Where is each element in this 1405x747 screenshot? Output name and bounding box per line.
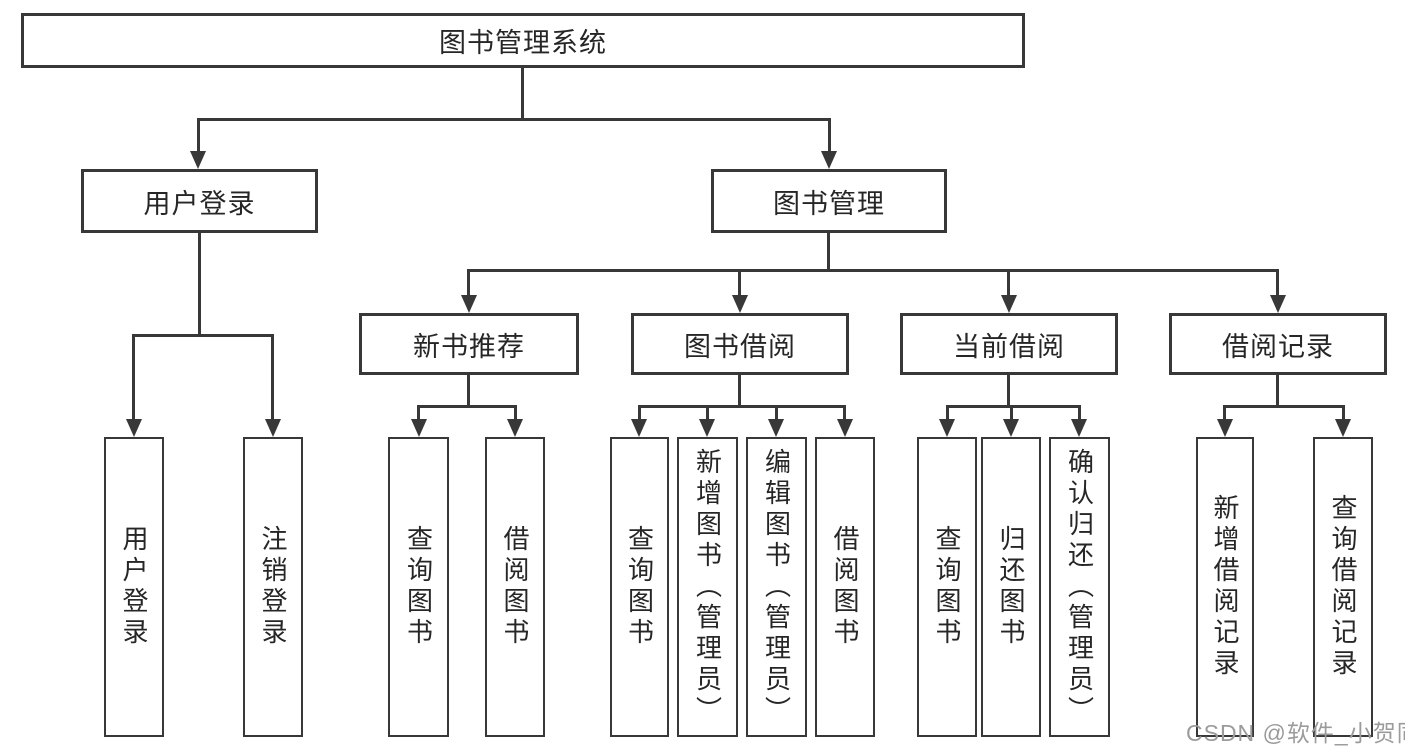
- node-label: 查询图书: [624, 525, 655, 649]
- leaf-query-books-2: 查询图书: [610, 437, 669, 737]
- arrow-down-icon: [631, 419, 647, 437]
- connector-line: [946, 405, 1080, 408]
- node-label: 用户登录: [143, 188, 256, 219]
- node-book-management-branch: 图书管理: [711, 169, 947, 233]
- connector-line: [467, 375, 470, 408]
- arrow-down-icon: [1270, 295, 1286, 313]
- connector-line: [467, 269, 1279, 272]
- connector-line: [1223, 405, 1226, 425]
- node-label: 编辑图书（管理员）: [761, 447, 792, 727]
- connector-line: [738, 375, 741, 408]
- connector-line: [828, 118, 831, 156]
- connector-line: [738, 269, 741, 299]
- node-label: 当前借阅: [953, 331, 1065, 362]
- connector-line: [1276, 269, 1279, 299]
- leaf-confirm-return-admin: 确认归还（管理员）: [1049, 437, 1110, 737]
- connector-line: [417, 405, 517, 408]
- node-label: 新书推荐: [413, 331, 525, 362]
- watermark: CSDN @软件_小贺同学: [1186, 720, 1405, 746]
- connector-line: [775, 405, 778, 425]
- arrow-down-icon: [461, 295, 477, 313]
- leaf-query-borrow-record: 查询借阅记录: [1313, 437, 1373, 737]
- connector-line: [197, 118, 200, 156]
- node-current-borrowing: 当前借阅: [900, 313, 1118, 375]
- connector-line: [1223, 405, 1344, 408]
- node-label: 归还图书: [996, 525, 1026, 649]
- connector-line: [197, 118, 831, 121]
- node-root-system: 图书管理系统: [21, 13, 1025, 68]
- arrow-down-icon: [699, 419, 715, 437]
- node-label: 查询借阅记录: [1328, 494, 1358, 680]
- arrow-down-icon: [1001, 295, 1017, 313]
- node-label: 图书管理系统: [439, 28, 607, 58]
- leaf-query-books-3: 查询图书: [917, 437, 977, 737]
- arrow-down-icon: [1217, 419, 1233, 437]
- leaf-add-book-admin: 新增图书（管理员）: [677, 437, 738, 737]
- connector-line: [198, 233, 201, 336]
- arrow-down-icon: [126, 419, 142, 437]
- leaf-borrow-books-1: 借阅图书: [485, 437, 545, 737]
- node-borrow-records: 借阅记录: [1169, 313, 1387, 375]
- connector-line: [1007, 375, 1010, 408]
- connector-line: [1007, 269, 1010, 299]
- connector-line: [132, 334, 135, 424]
- node-label: 图书管理: [773, 188, 885, 219]
- leaf-return-book: 归还图书: [981, 437, 1041, 737]
- leaf-logout: 注销登录: [243, 437, 303, 737]
- connector-line: [467, 269, 470, 299]
- leaf-edit-book-admin: 编辑图书（管理员）: [746, 437, 807, 737]
- arrow-down-icon: [507, 419, 523, 437]
- node-user-login-branch: 用户登录: [81, 169, 318, 233]
- node-book-borrowing: 图书借阅: [631, 313, 849, 375]
- leaf-query-books-1: 查询图书: [388, 437, 449, 737]
- arrow-down-icon: [768, 419, 784, 437]
- arrow-down-icon: [1071, 419, 1087, 437]
- node-label: 借阅记录: [1222, 331, 1334, 362]
- connector-line: [1010, 405, 1013, 425]
- connector-line: [638, 405, 846, 408]
- arrow-down-icon: [1003, 419, 1019, 437]
- node-label: 查询图书: [932, 525, 962, 649]
- arrow-down-icon: [190, 151, 206, 169]
- arrow-down-icon: [411, 419, 427, 437]
- connector-line: [271, 334, 274, 424]
- node-label: 借阅图书: [830, 525, 860, 649]
- connector-line: [827, 233, 830, 272]
- node-label: 新增图书（管理员）: [692, 447, 723, 727]
- arrow-down-icon: [732, 295, 748, 313]
- arrow-down-icon: [837, 419, 853, 437]
- connector-line: [638, 405, 641, 425]
- arrow-down-icon: [821, 151, 837, 169]
- connector-line: [843, 405, 846, 425]
- node-label: 确认归还（管理员）: [1064, 447, 1095, 727]
- arrow-down-icon: [265, 419, 281, 437]
- connector-line: [946, 405, 949, 425]
- leaf-borrow-books-2: 借阅图书: [815, 437, 875, 737]
- node-label: 注销登录: [258, 525, 288, 649]
- leaf-user-login: 用户登录: [104, 437, 164, 737]
- connector-line: [706, 405, 709, 425]
- connector-line: [514, 405, 517, 425]
- arrow-down-icon: [939, 419, 955, 437]
- arrow-down-icon: [1335, 419, 1351, 437]
- node-label: 查询图书: [403, 525, 434, 649]
- connector-line: [417, 405, 420, 425]
- node-label: 图书借阅: [684, 331, 796, 362]
- connector-line: [1342, 405, 1345, 425]
- connector-line: [1276, 375, 1279, 408]
- connector-line: [132, 334, 274, 337]
- node-label: 用户登录: [119, 525, 149, 649]
- node-label: 借阅图书: [500, 525, 530, 649]
- node-label: 新增借阅记录: [1210, 494, 1240, 680]
- connector-line: [1078, 405, 1081, 425]
- connector-line: [521, 68, 524, 120]
- node-new-book-recommend: 新书推荐: [359, 313, 579, 375]
- leaf-add-borrow-record: 新增借阅记录: [1196, 437, 1254, 737]
